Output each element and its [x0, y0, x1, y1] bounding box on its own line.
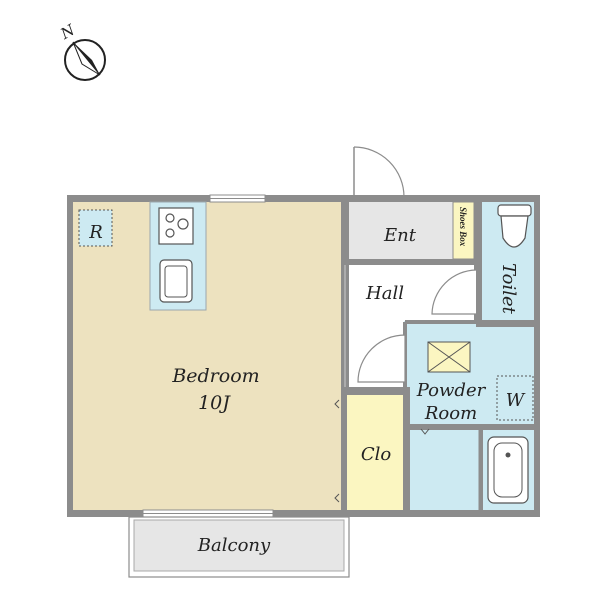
hall-label: Hall — [365, 283, 404, 304]
shoes-box-label: Shoes Box — [458, 207, 468, 247]
toilet-label: Toilet — [498, 263, 519, 315]
ceiling-fan-icon — [427, 341, 471, 373]
gas-stove-icon — [158, 207, 194, 245]
entrance-door — [353, 146, 405, 198]
closet-room — [347, 395, 405, 510]
compass-rose-icon — [64, 39, 106, 81]
bathtub-icon — [487, 436, 529, 504]
entrance-label: Ent — [383, 225, 417, 246]
balcony-label: Balcony — [197, 535, 271, 556]
powder-door-swing — [357, 334, 406, 383]
refrigerator-label: R — [88, 222, 103, 243]
kitchen-sink-icon — [159, 259, 193, 303]
entrance-room — [349, 202, 453, 259]
compass: N — [57, 20, 106, 81]
toilet-fixture-icon — [497, 204, 532, 248]
refrigerator — [78, 209, 113, 247]
toilet-door-swing — [431, 267, 477, 315]
bedroom-room — [73, 202, 341, 510]
bedroom-label: Bedroom — [171, 365, 259, 387]
powder-room-label-line2: Room — [424, 403, 477, 424]
washer-label: W — [506, 390, 526, 411]
closet-label: Clo — [361, 444, 392, 465]
powder-room-label-line1: Powder — [416, 380, 487, 401]
washer-space — [496, 375, 534, 421]
north-label: N — [57, 20, 79, 43]
shoes-box — [452, 201, 475, 260]
bedroom-size: 10J — [198, 392, 231, 414]
wash-area — [410, 430, 480, 510]
